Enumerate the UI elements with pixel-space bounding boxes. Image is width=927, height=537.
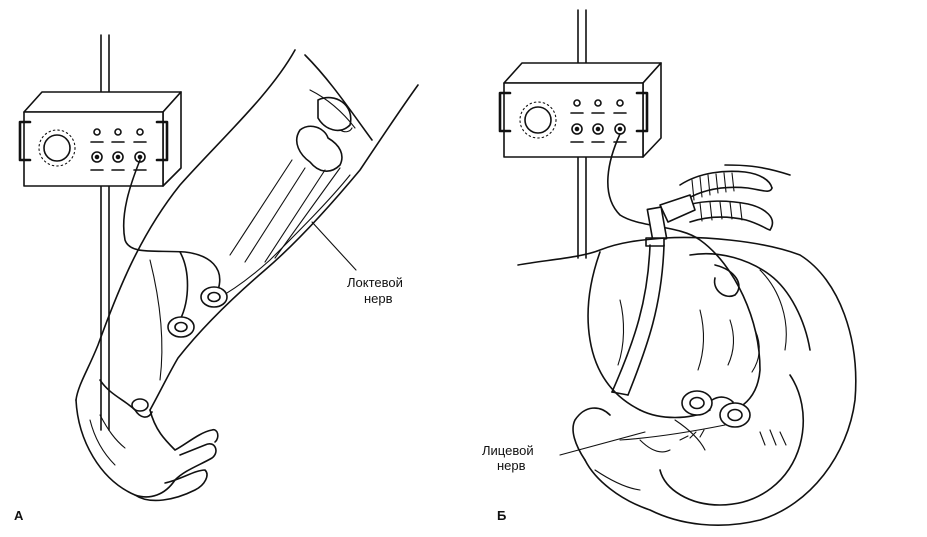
elbow-bones-a [229, 96, 353, 263]
electrode-cable-b [607, 133, 761, 411]
nerve-stimulator-b [498, 62, 662, 158]
electrode-upper-b [681, 390, 713, 416]
ulnar-nerve-label-line2: нерв [364, 291, 393, 306]
nerve-stimulator-a [18, 91, 182, 187]
electrode-lower-a [167, 316, 195, 338]
panel-a-letter: А [14, 508, 24, 523]
facial-nerve [619, 424, 726, 441]
arm-a [75, 49, 419, 502]
facial-nerve-pointer [559, 431, 646, 456]
patient-head [517, 164, 857, 526]
panel-a: Локтевой нерв А [14, 34, 419, 523]
electrode-lower-b [719, 402, 751, 428]
iv-pole-b [577, 9, 587, 259]
facial-nerve-label-line1: Лицевой [482, 443, 534, 458]
ulnar-nerve [214, 174, 351, 301]
panel-b-letter: Б [497, 508, 506, 523]
breathing-circuit [645, 170, 774, 247]
endotracheal-tube [611, 244, 665, 396]
electrode-upper-a [200, 286, 228, 308]
iv-pole-a [100, 34, 110, 431]
ulnar-nerve-label-line1: Локтевой [347, 275, 403, 290]
facial-nerve-label-line2: нерв [497, 458, 526, 473]
electrode-cable-a [122, 159, 221, 291]
ulnar-nerve-pointer [311, 221, 357, 271]
panel-b: Лицевой нерв Б [482, 9, 857, 526]
